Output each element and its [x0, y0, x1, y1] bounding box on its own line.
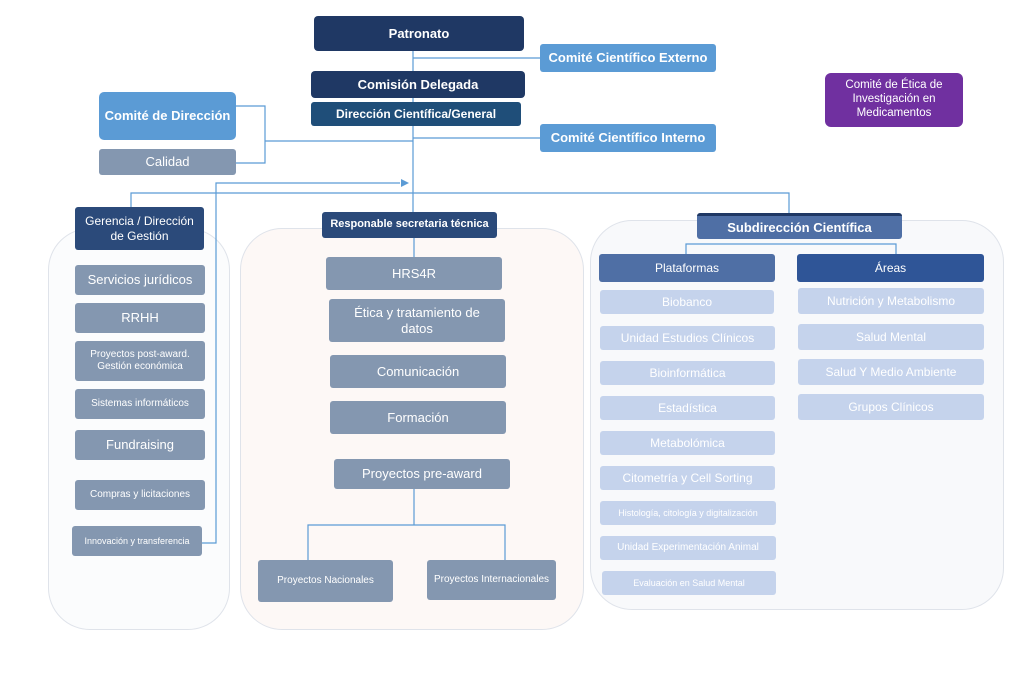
plataforma-evaluacion-salud-mental[interactable]: Evaluación en Salud Mental — [602, 571, 776, 595]
secretaria-tecnica-box[interactable]: Responable secretaria técnica — [322, 212, 497, 238]
secretaria-item-formacion[interactable]: Formación — [330, 401, 506, 434]
gerencia-item-sistemas-informaticos[interactable]: Sistemas informáticos — [75, 389, 205, 419]
comite-cientifico-interno-box[interactable]: Comité Científico Interno — [540, 124, 716, 152]
comite-etica-box[interactable]: Comité de Ética de Investigación en Medi… — [825, 73, 963, 127]
area-salud-medio-ambiente[interactable]: Salud Y Medio Ambiente — [798, 359, 984, 385]
gerencia-item-rrhh[interactable]: RRHH — [75, 303, 205, 333]
subdireccion-cientifica-box[interactable]: Subdirección Científica — [697, 213, 902, 239]
gerencia-item-innovacion-transferencia[interactable]: Innovación y transferencia — [72, 526, 202, 556]
secretaria-item-etica-datos[interactable]: Ética y tratamiento de datos — [329, 299, 505, 342]
patronato-box[interactable]: Patronato — [314, 16, 524, 51]
plataforma-estadistica[interactable]: Estadística — [600, 396, 775, 420]
plataforma-biobanco[interactable]: Biobanco — [600, 290, 774, 314]
gerencia-item-servicios-juridicos[interactable]: Servicios jurídicos — [75, 265, 205, 295]
proyectos-internacionales-box[interactable]: Proyectos Internacionales — [427, 560, 556, 600]
gerencia-item-proyectos-post-award[interactable]: Proyectos post-award. Gestión económica — [75, 341, 205, 381]
calidad-box[interactable]: Calidad — [99, 149, 236, 175]
plataforma-unidad-experimentacion-animal[interactable]: Unidad Experimentación Animal — [600, 536, 776, 560]
plataforma-bioinformatica[interactable]: Bioinformática — [600, 361, 775, 385]
gerencia-panel — [48, 228, 230, 630]
gerencia-box[interactable]: Gerencia / Dirección de Gestión — [75, 207, 204, 250]
plataforma-citometria-cell-sorting[interactable]: Citometría y Cell Sorting — [600, 466, 775, 490]
comite-cientifico-externo-box[interactable]: Comité Científico Externo — [540, 44, 716, 72]
plataformas-header[interactable]: Plataformas — [599, 254, 775, 282]
areas-header[interactable]: Áreas — [797, 254, 984, 282]
comision-delegada-box[interactable]: Comisión Delegada — [311, 71, 525, 98]
plataforma-unidad-estudios-clinicos[interactable]: Unidad Estudios Clínicos — [600, 326, 775, 350]
gerencia-item-fundraising[interactable]: Fundraising — [75, 430, 205, 460]
plataforma-metabolomica[interactable]: Metabolómica — [600, 431, 775, 455]
secretaria-item-hrs4r[interactable]: HRS4R — [326, 257, 502, 290]
proyectos-nacionales-box[interactable]: Proyectos Nacionales — [258, 560, 393, 602]
direccion-cientifica-general-box[interactable]: Dirección Científica/General — [311, 102, 521, 126]
plataforma-histologia[interactable]: Histología, citología y digitalización — [600, 501, 776, 525]
secretaria-item-proyectos-pre-award[interactable]: Proyectos pre-award — [334, 459, 510, 489]
gerencia-item-compras-licitaciones[interactable]: Compras y licitaciones — [75, 480, 205, 510]
area-nutricion-metabolismo[interactable]: Nutrición y Metabolismo — [798, 288, 984, 314]
secretaria-item-comunicacion[interactable]: Comunicación — [330, 355, 506, 388]
area-grupos-clinicos[interactable]: Grupos Clínicos — [798, 394, 984, 420]
comite-de-direccion-box[interactable]: Comité de Dirección — [99, 92, 236, 140]
area-salud-mental[interactable]: Salud Mental — [798, 324, 984, 350]
